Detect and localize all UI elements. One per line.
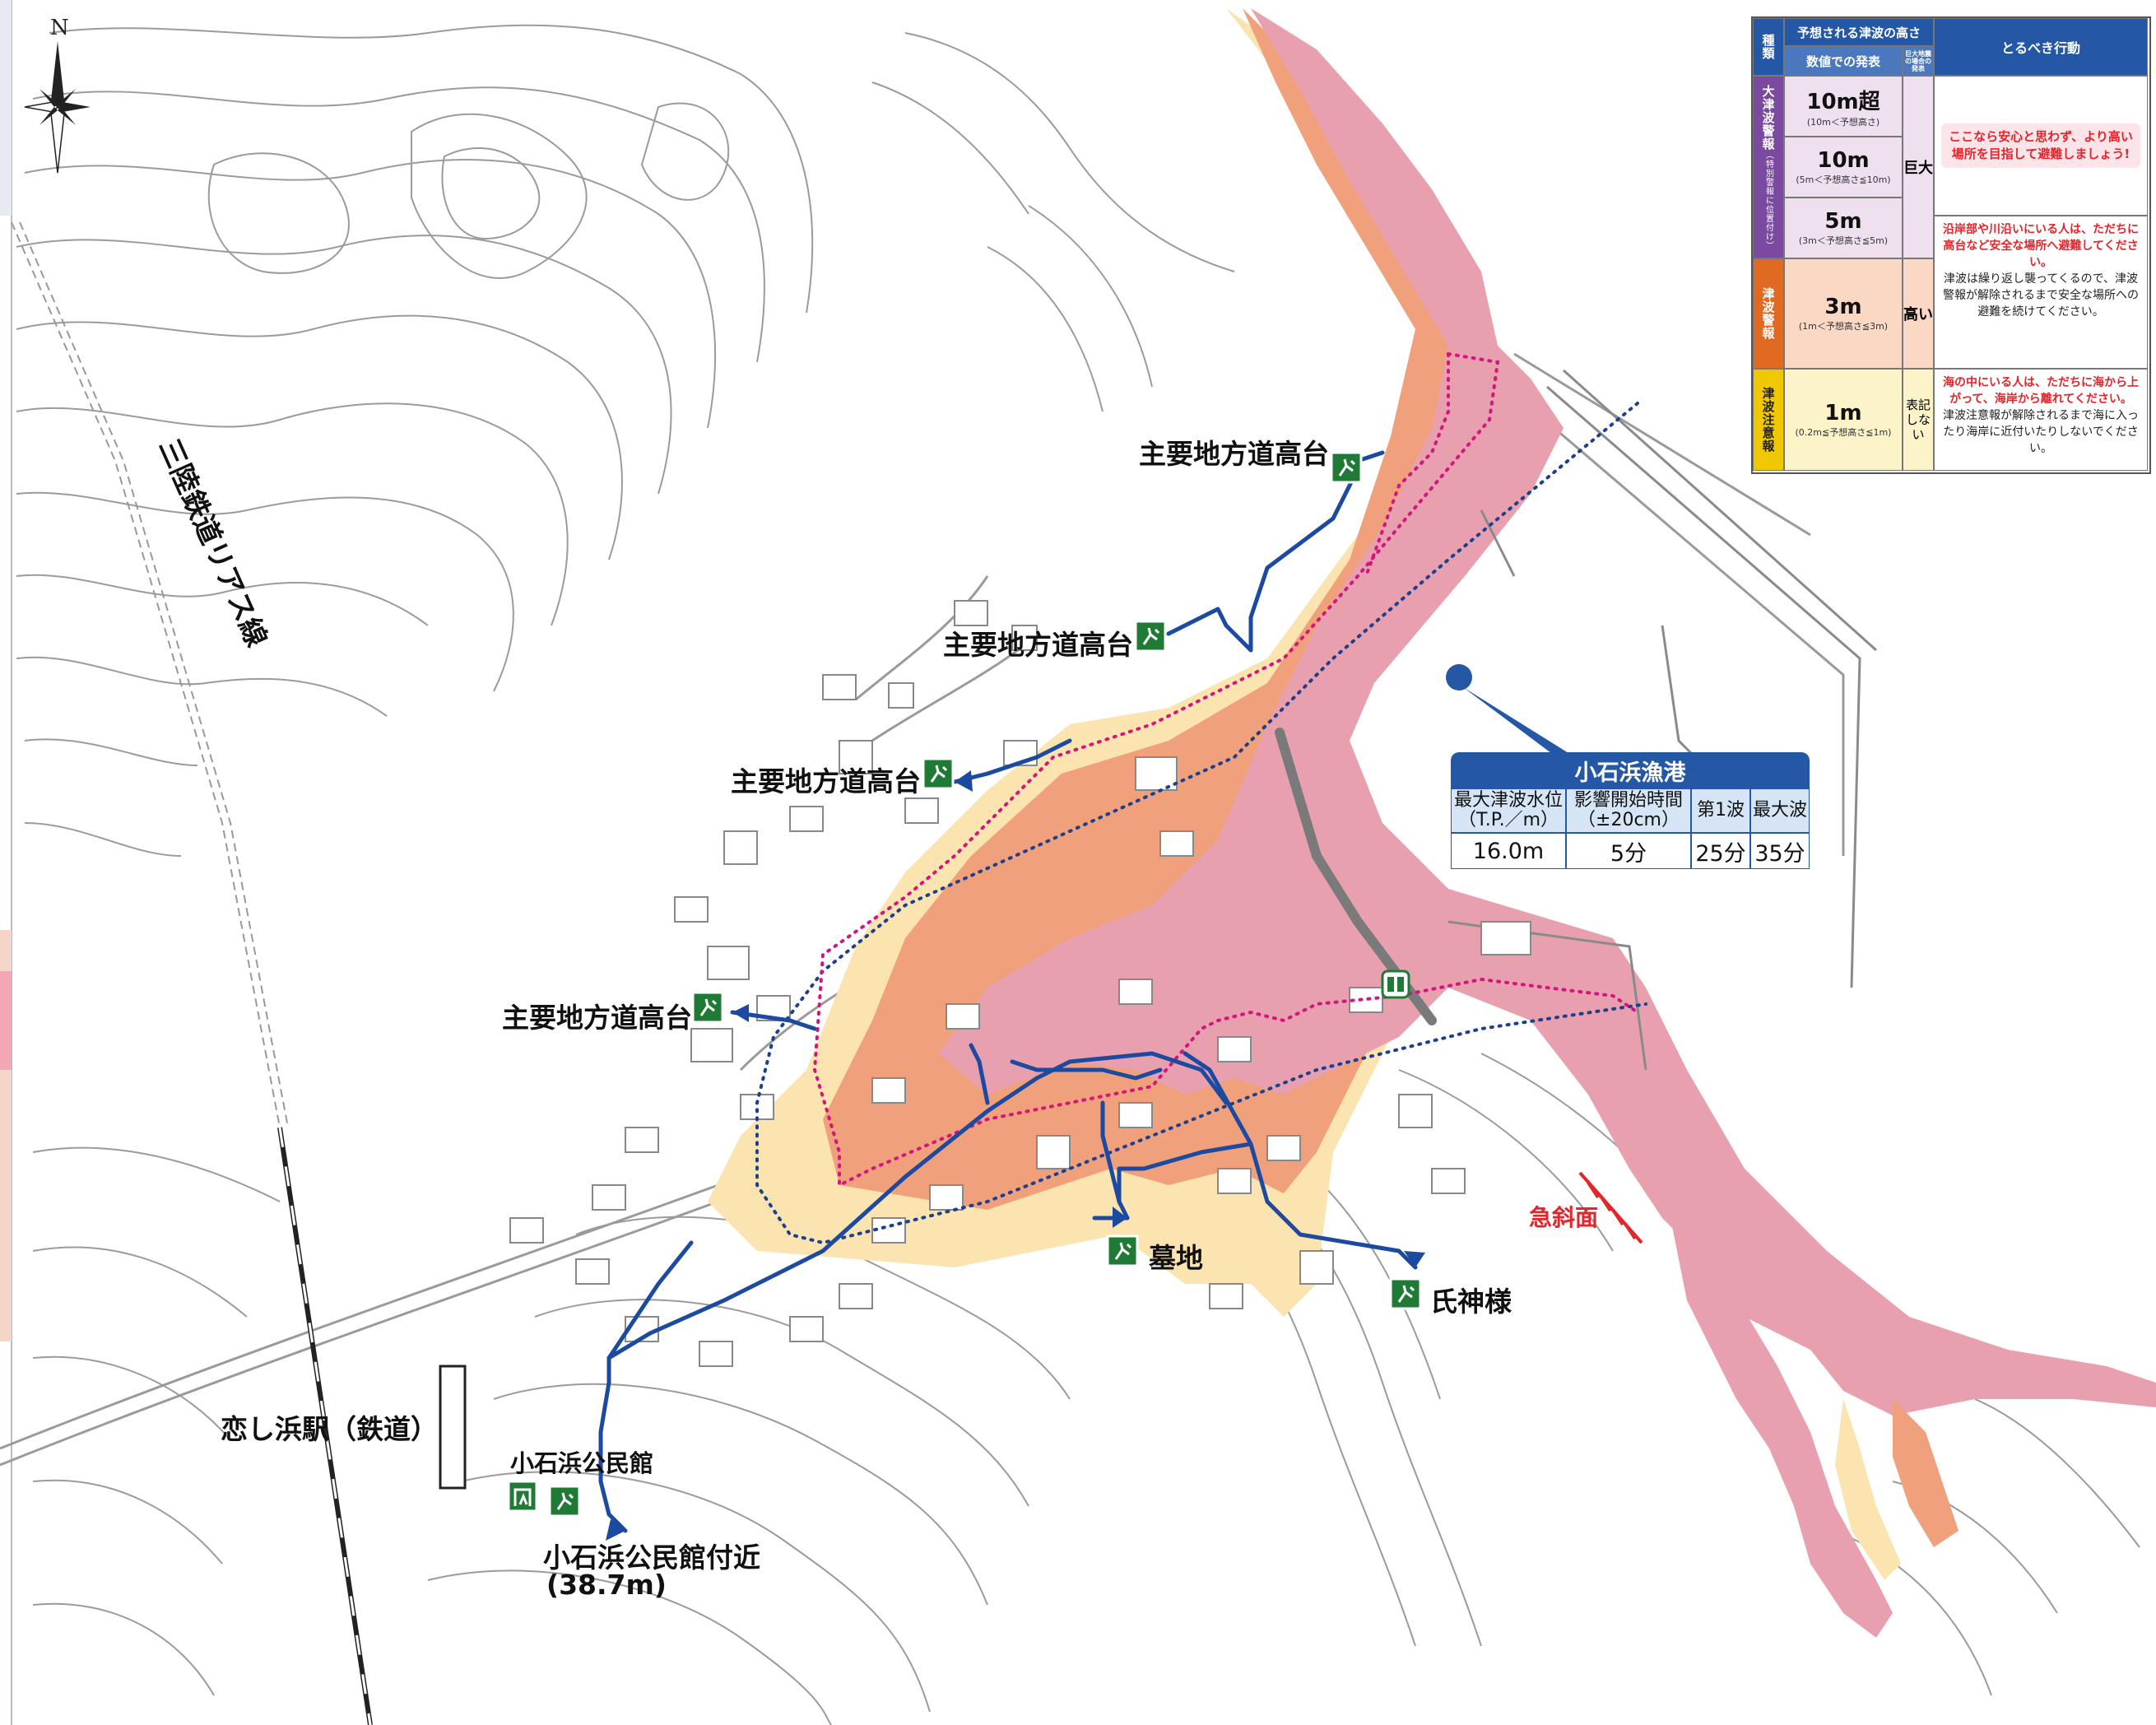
value-max-wave: 35分 [1750, 833, 1810, 869]
compass-label: N [50, 16, 69, 40]
legend-row-10m: 10m(5m＜予想高さ≦10m) [1784, 137, 1903, 198]
legend-huge-warning: 高い [1903, 258, 1934, 369]
port-name: 小石浜漁港 [1451, 752, 1810, 788]
evacuation-site-label: 主要地方道高台 [943, 629, 1133, 661]
legend-action-warning: 沿岸部や川沿いにいる人は、ただちに高台など安全な場所へ避難してください。 津波は… [1934, 216, 2148, 369]
port-marker [1446, 664, 1588, 765]
value-impact-start: 5分 [1566, 833, 1691, 869]
tsunami-legend: 種類 予想される津波の高さ 数値での発表 巨大地震の場合の発表 とるべき行動 大… [1751, 16, 2151, 474]
legend-group-advisory: 津波注意報 [1753, 369, 1784, 471]
steep-slope-symbol [1578, 1171, 1643, 1244]
legend-header-numeric: 数値での発表 [1784, 46, 1903, 76]
evacuation-routes [598, 450, 1418, 1533]
route-arrowheads [606, 770, 1425, 1541]
railway-line [11, 221, 373, 1725]
evacuation-site-icon [1389, 1277, 1422, 1310]
legend-row-1m: 1m(0.2m≦予想高さ≦1m) [1784, 369, 1903, 471]
value-first-wave: 25分 [1691, 833, 1750, 869]
shelter-building-icon [507, 1480, 538, 1513]
legend-group-warning: 津波警報 [1753, 258, 1784, 369]
buildings [509, 600, 1531, 1367]
steep-slope-label: 急斜面 [1529, 1204, 1599, 1231]
community-hall-label: 小石浜公民館 [510, 1449, 654, 1477]
evacuation-site-icon [1106, 1234, 1139, 1267]
evacuation-site-icon [1134, 620, 1167, 653]
evacuation-site-label: 墓地 [1149, 1242, 1203, 1274]
value-max-water-level: 16.0m [1451, 833, 1566, 869]
legend-header-huge: 巨大地震の場合の発表 [1903, 46, 1934, 76]
elevation-label: (38.7m) [546, 1569, 667, 1601]
evacuation-site-label: 氏神様 [1430, 1286, 1512, 1318]
evacuation-site-icon [1330, 451, 1363, 484]
legend-row-10m-over: 10m超(10m＜予想高さ) [1784, 76, 1903, 137]
legend-header-expected: 予想される津波の高さ [1784, 18, 1934, 46]
legend-huge-major: 巨大 [1903, 76, 1934, 258]
restroom-icon [1381, 969, 1410, 999]
compass-icon [24, 41, 91, 174]
legend-row-5m: 5m(3m＜予想高さ≦5m) [1784, 198, 1903, 258]
legend-header-type: 種類 [1753, 18, 1784, 76]
evacuation-site-signs [507, 451, 1422, 1518]
legend-action-major: ここなら安心と思わず、より高い場所を目指して避難しましょう! [1934, 76, 2148, 216]
legend-action-advisory: 海の中にいる人は、ただちに海から上がって、海岸から離れてください。 津波注意報が… [1934, 369, 2148, 471]
inundation-zones [708, 8, 2156, 1638]
evacuation-site-label: 小石浜公民館付近 [543, 1541, 760, 1574]
station-label: 恋し浜駅（鉄道） [221, 1413, 438, 1445]
legend-huge-advisory: 表記しない [1903, 369, 1934, 471]
header-max-water-level: 最大津波水位（T.P.／m） [1451, 788, 1566, 833]
legend-group-major: 大津波警報（特別警報に位置付け） [1753, 76, 1784, 258]
header-max-wave: 最大波 [1750, 788, 1810, 833]
evacuation-site-icon [922, 757, 955, 790]
evacuation-site-label: 主要地方道高台 [1139, 438, 1329, 470]
inundation-high-zone [938, 8, 2156, 1416]
legend-row-3m: 3m(1m＜予想高さ≦3m) [1784, 258, 1903, 369]
header-first-wave: 第1波 [1691, 788, 1750, 833]
station-platform [439, 1365, 467, 1490]
dotted-boundaries [755, 352, 1647, 1245]
evacuation-site-label: 主要地方道高台 [731, 765, 921, 797]
header-impact-start: 影響開始時間（±20cm） [1566, 788, 1691, 833]
evacuation-site-label: 主要地方道高台 [502, 1002, 692, 1034]
contour-lines [16, 24, 2140, 1725]
legend-header-action: とるべき行動 [1934, 18, 2148, 76]
evacuation-site-icon [691, 991, 724, 1024]
port-info-box: 小石浜漁港 最大津波水位（T.P.／m） 影響開始時間（±20cm） 第1波 最… [1451, 752, 1810, 869]
evacuation-site-icon [548, 1485, 581, 1518]
